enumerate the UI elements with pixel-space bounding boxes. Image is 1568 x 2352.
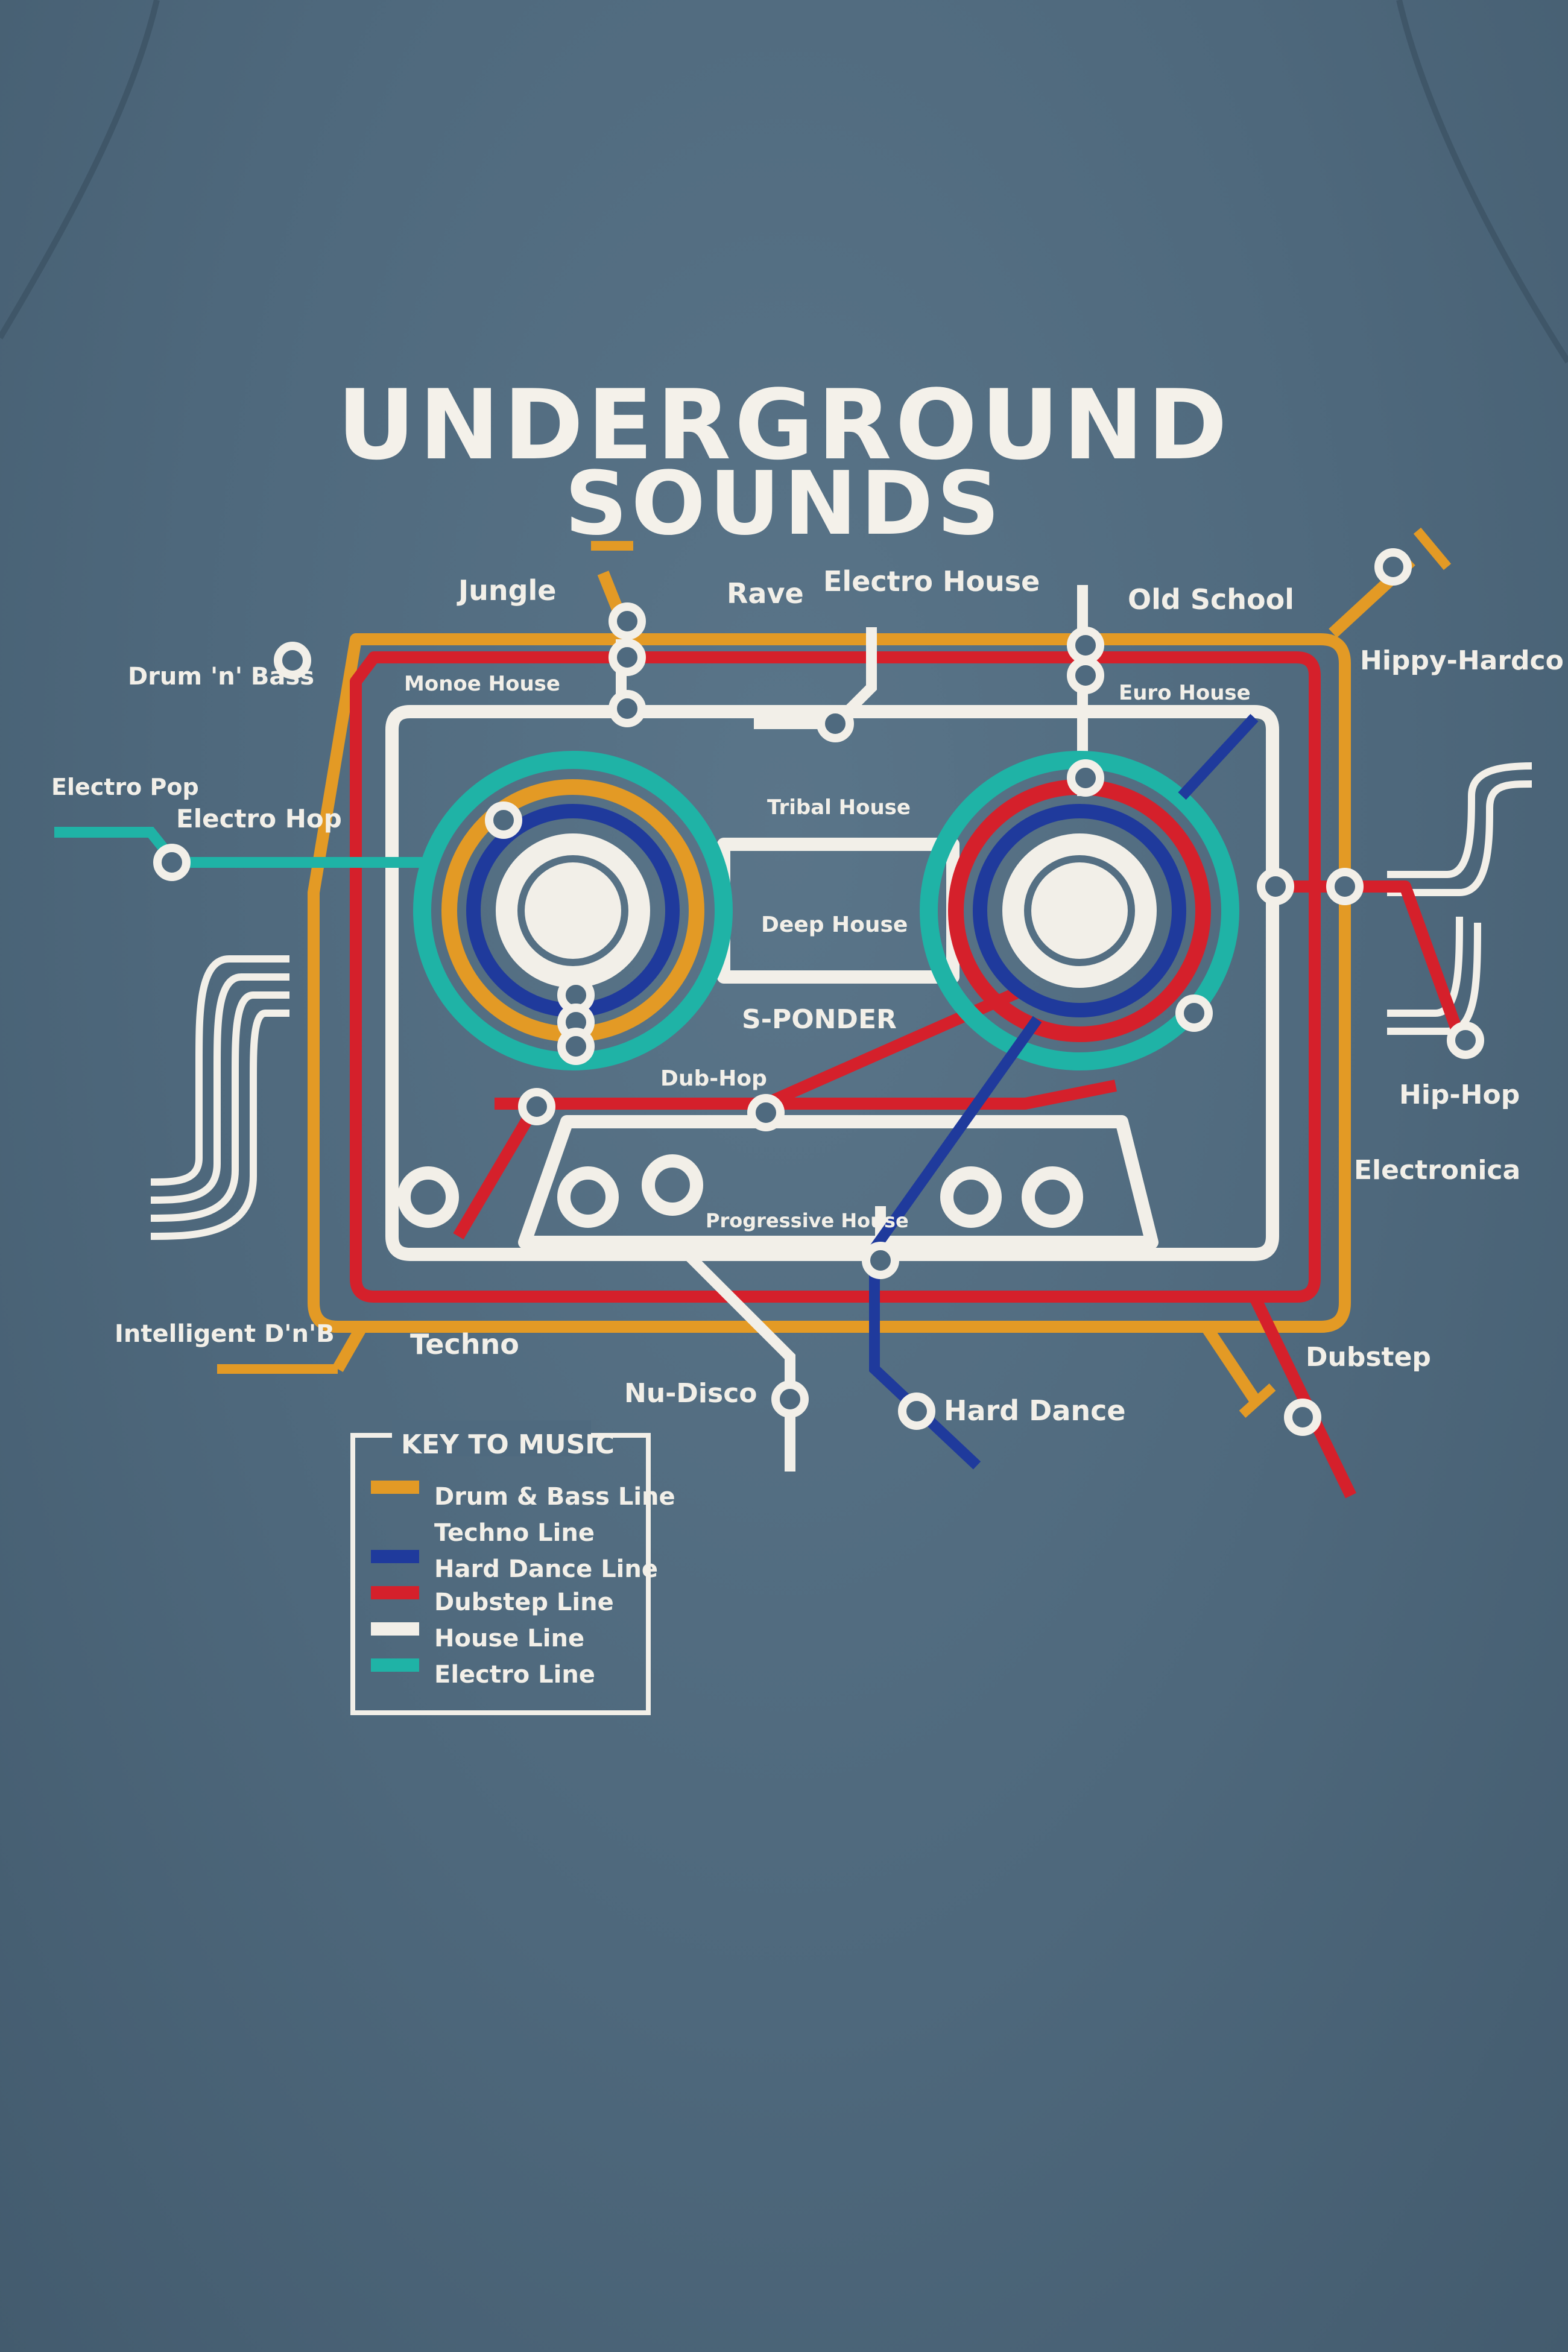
title-line1: UNDERGROUND — [337, 368, 1231, 481]
station-jungle: Jungle — [457, 574, 557, 607]
legend-label-hard-dance: Hard Dance Line — [434, 1555, 658, 1583]
station-progressive-house: Progressive House — [706, 1209, 909, 1232]
left-wave-decor — [150, 955, 289, 1240]
station-electro-hop: Electro Hop — [176, 804, 342, 833]
legend-label-techno: Techno Line — [434, 1519, 595, 1547]
station-old-school: Old School — [1128, 583, 1294, 616]
station-dubstep: Dubstep — [1306, 1342, 1431, 1373]
station-electro-pop: Electro Pop — [51, 774, 199, 800]
legend-swatch-hard-dance — [371, 1550, 419, 1563]
station-intelligent-dnb: Intelligent D'n'B — [115, 1320, 335, 1348]
station-monoe-house: Monoe House — [404, 672, 560, 696]
station-markers — [153, 548, 1484, 1436]
legend-title-bg — [392, 1420, 591, 1456]
logo-s-ponder: S-PONDER — [742, 1004, 897, 1035]
station-nu-disco: Nu-Disco — [624, 1378, 757, 1409]
legend-label-dubstep: Dubstep Line — [434, 1589, 614, 1616]
station-deep-house: Deep House — [761, 912, 908, 937]
right-raglan-seam — [1396, 0, 1568, 364]
legend-label-drum-bass: Drum & Bass Line — [434, 1483, 675, 1511]
dubstep-line — [350, 651, 1465, 1499]
legend-swatch-house — [371, 1622, 419, 1636]
station-tribal-house: Tribal House — [767, 795, 911, 820]
station-hip-hop: Hip-Hop — [1399, 1080, 1520, 1110]
electro-line — [54, 827, 422, 868]
station-techno: Techno — [410, 1328, 519, 1361]
legend-swatch-electro — [371, 1658, 419, 1672]
legend-title: KEY TO MUSIC — [401, 1429, 615, 1460]
legend-label-electro: Electro Line — [434, 1661, 595, 1689]
station-electronica: Electronica — [1354, 1155, 1520, 1186]
legend-swatch-dubstep — [371, 1586, 419, 1599]
legend-label-house: House Line — [434, 1625, 584, 1652]
drum-bass-endcaps — [217, 527, 1452, 1418]
spool-holes — [397, 1154, 1083, 1228]
station-drum-n-bass: Drum 'n' Bass — [128, 663, 314, 691]
station-euro-house: Euro House — [1119, 681, 1251, 705]
left-raglan-seam — [0, 0, 160, 340]
title-line2: SOUNDS — [564, 453, 1004, 555]
station-hard-dance: Hard Dance — [944, 1394, 1126, 1427]
station-electro-house: Electro House — [823, 565, 1040, 598]
legend: KEY TO MUSIC Drum & Bass Line Techno Lin… — [350, 1420, 675, 1715]
station-hippy-hardcore: Hippy-Hardco — [1360, 645, 1564, 676]
station-rave: Rave — [727, 577, 804, 610]
station-dub-hop: Dub-Hop — [660, 1066, 767, 1091]
legend-swatch-drum-bass — [371, 1481, 419, 1494]
